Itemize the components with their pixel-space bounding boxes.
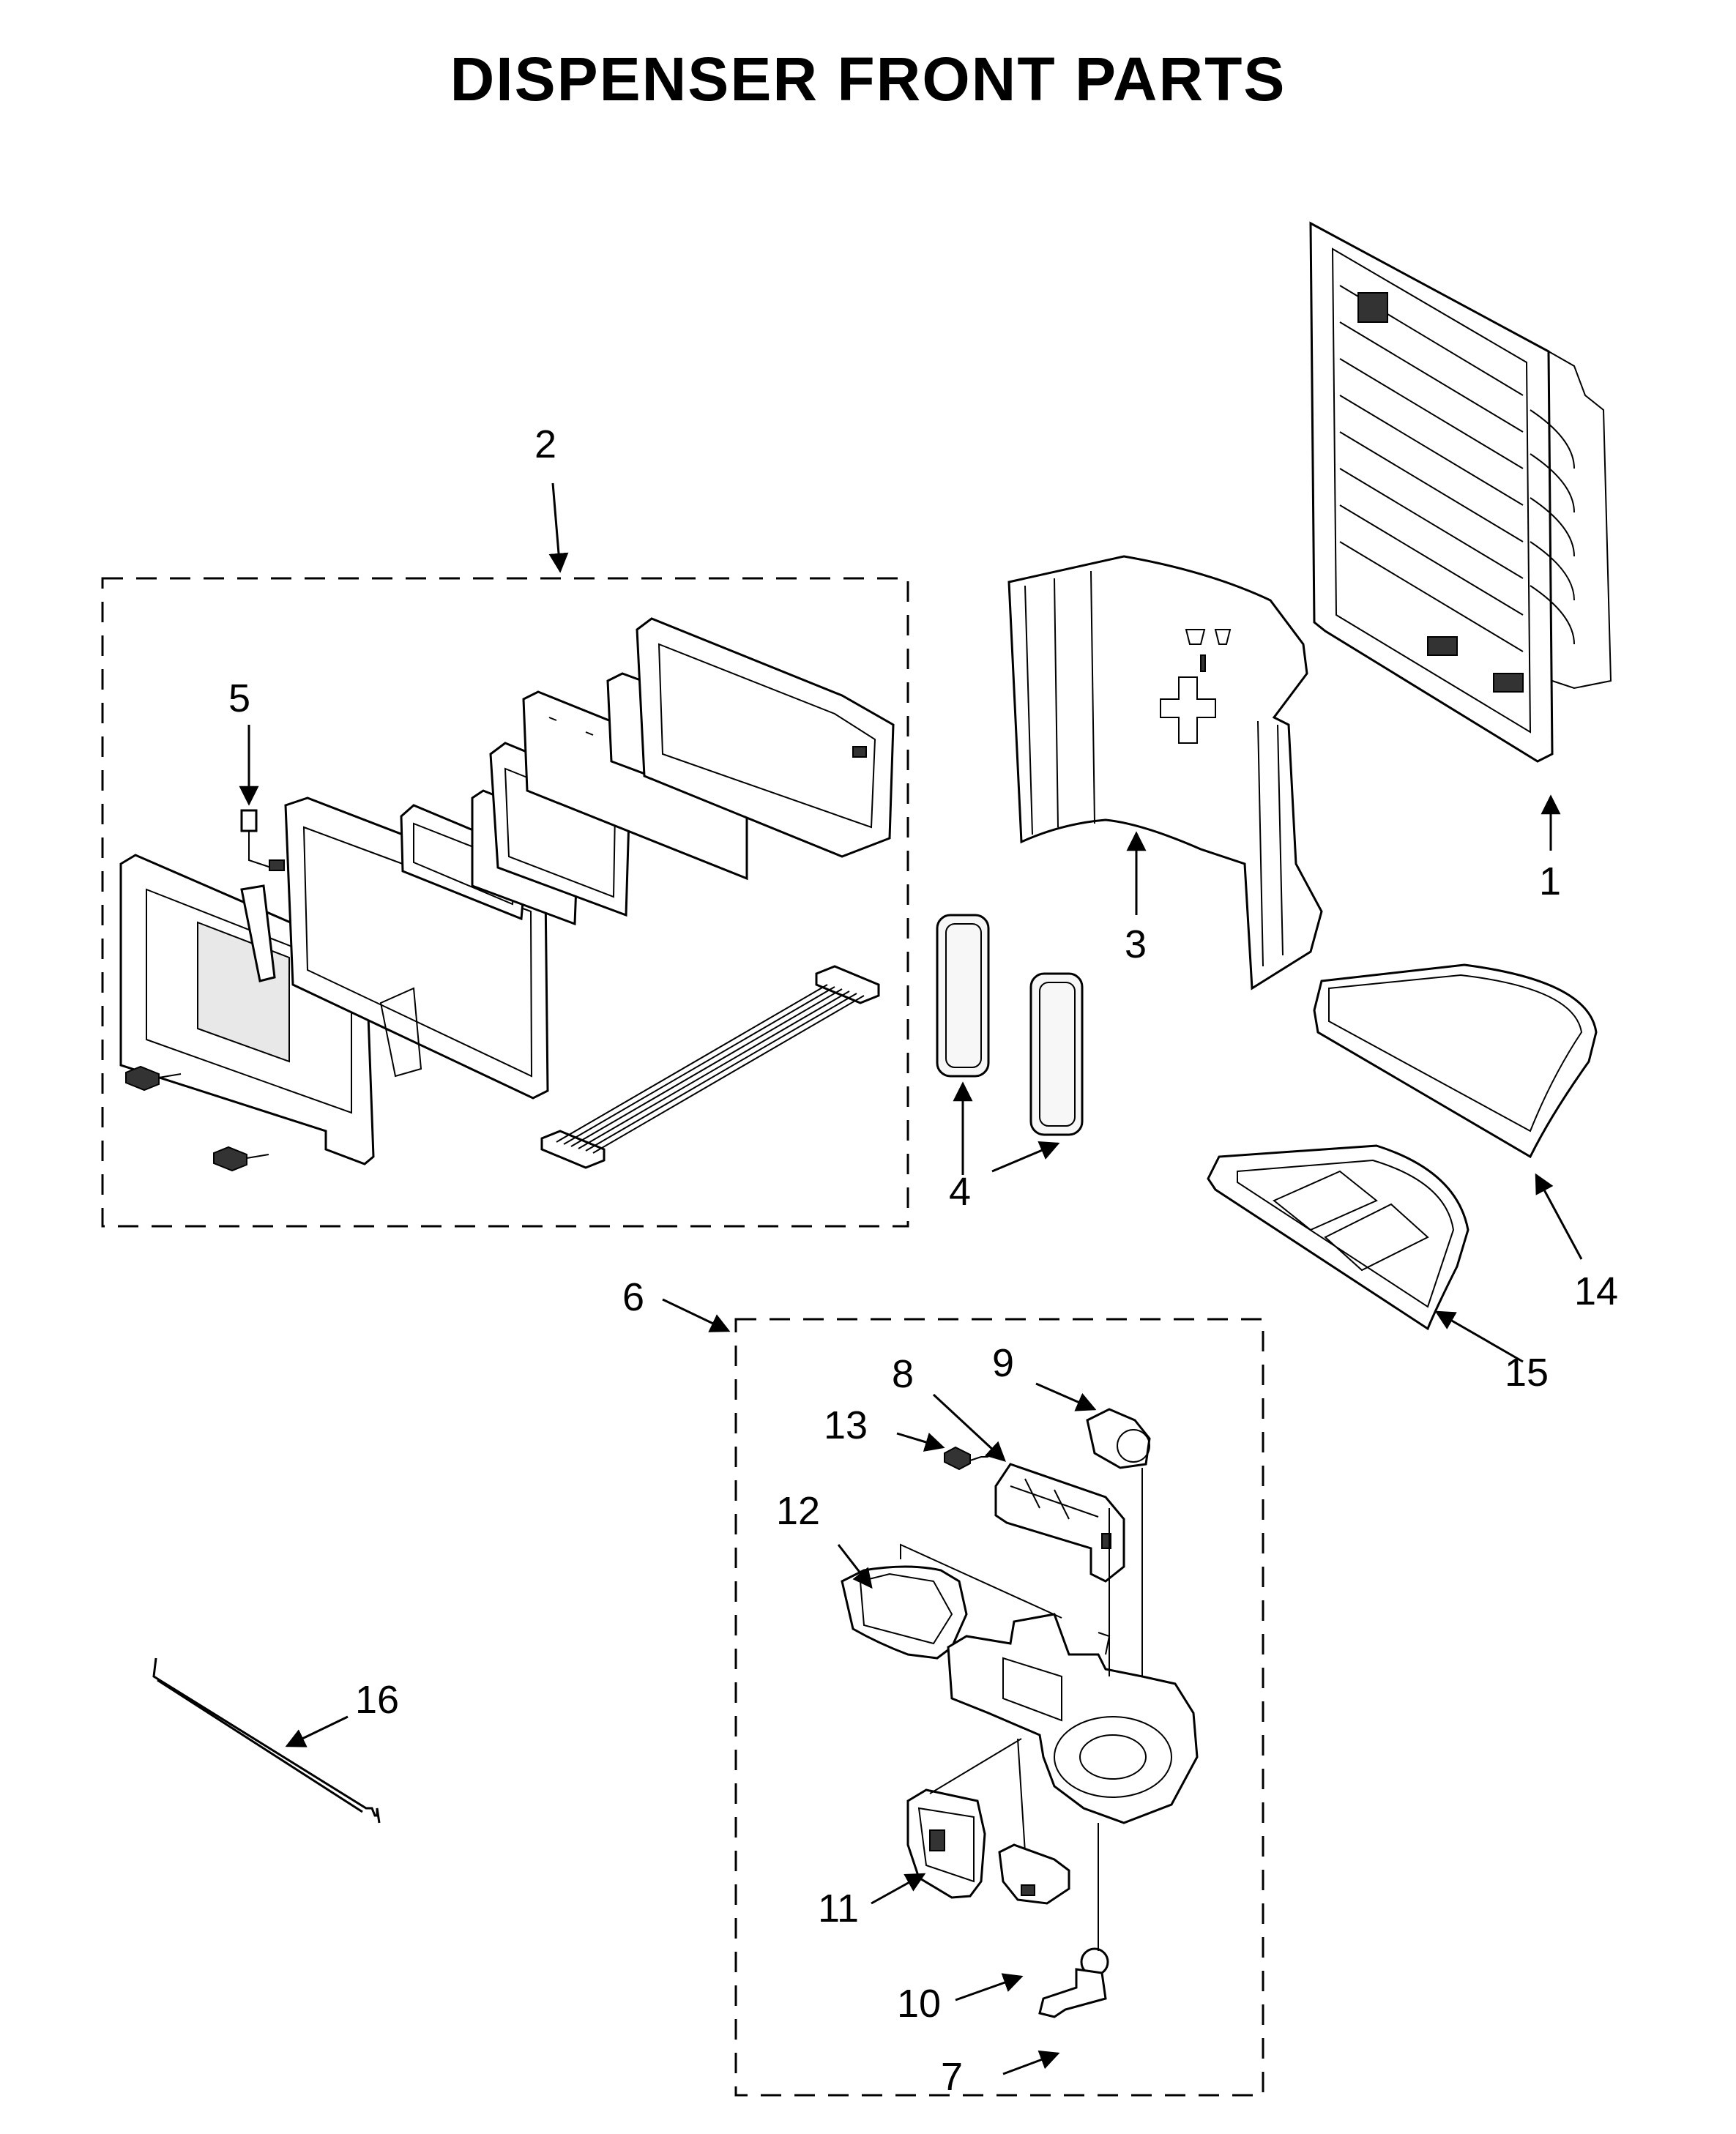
callout-8: 8 (892, 1352, 914, 1396)
part-1-dispenser-housing (1309, 221, 1612, 763)
part-2-user-interface-assembly (119, 617, 895, 1172)
callout-5: 5 (228, 676, 250, 720)
callout-9: 9 (992, 1341, 1014, 1385)
part-5-connector (240, 809, 285, 871)
callout-12: 12 (776, 1489, 820, 1533)
part-6-dispenser-assembly (841, 1408, 1199, 2018)
part-14-drip-tray (1313, 963, 1598, 1159)
part-4-pads (936, 914, 1084, 1136)
part-15-tray-grille (1207, 1144, 1469, 1331)
callout-7: 7 (941, 2055, 963, 2099)
callout-1: 1 (1539, 859, 1561, 903)
callout-4: 4 (949, 1170, 971, 1214)
diagram-title: DISPENSER FRONT PARTS (450, 45, 1286, 113)
leader-lines (239, 482, 1583, 2075)
callout-10: 10 (897, 1982, 941, 2026)
callout-11: 11 (818, 1887, 859, 1930)
part-3-dispenser-liner (1007, 555, 1323, 990)
assembly-6-group-box (734, 1318, 1264, 2097)
callout-14: 14 (1574, 1269, 1618, 1313)
callout-3: 3 (1125, 922, 1147, 966)
assembly-2-group-box (101, 577, 909, 1228)
callout-2: 2 (534, 422, 556, 466)
callout-16: 16 (355, 1678, 399, 1722)
callout-6: 6 (622, 1275, 644, 1319)
part-16-wire-rod (152, 1657, 381, 1824)
callout-15: 15 (1505, 1351, 1549, 1395)
callout-labels: 1 2 3 4 5 6 7 8 9 10 11 12 13 14 15 16 (228, 422, 1618, 2099)
callout-13: 13 (824, 1403, 868, 1447)
